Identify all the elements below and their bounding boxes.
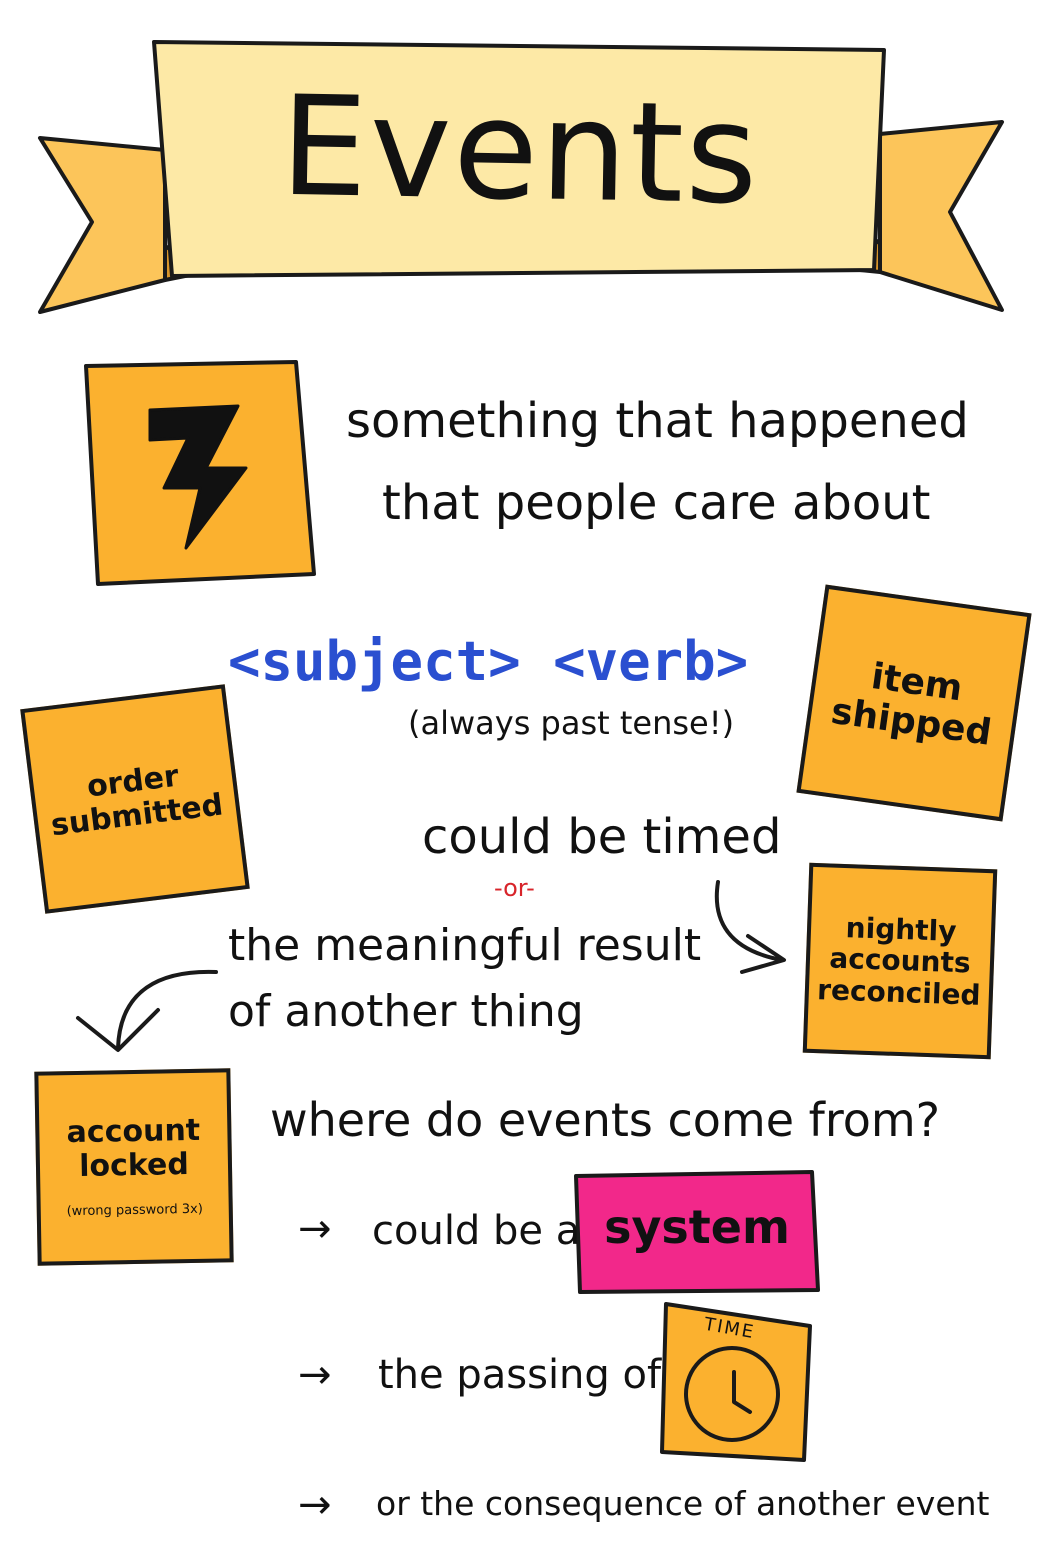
definition-line-2: that people care about xyxy=(382,475,931,531)
curved-arrow-right xyxy=(714,880,784,962)
bullet-arrow-2: → xyxy=(298,1352,332,1398)
bullet-arrow-1: → xyxy=(298,1206,332,1252)
curved-arrow-left-head xyxy=(76,1008,160,1052)
meaningful-result-line2: of another thing xyxy=(228,986,584,1037)
note-item-shipped-line2: shipped xyxy=(828,690,994,754)
could-be-timed: could be timed xyxy=(422,809,782,865)
source-item-1: could be a xyxy=(372,1208,581,1254)
clock-hands xyxy=(732,1370,752,1414)
note-account-locked-line1: account xyxy=(66,1112,201,1151)
banner-left-tail xyxy=(38,136,167,314)
system-label: system xyxy=(604,1200,790,1254)
note-item-shipped: item shipped xyxy=(796,584,1032,822)
note-order-submitted: order submitted xyxy=(20,684,250,914)
definition-line-1: something that happened xyxy=(346,393,969,449)
note-account-locked-line2: locked xyxy=(78,1146,190,1184)
curved-arrow-right-head xyxy=(740,934,786,974)
note-nightly-accounts-reconciled: nightly accounts reconciled xyxy=(802,862,998,1060)
note-account-locked: account locked (wrong password 3x) xyxy=(34,1068,234,1266)
past-tense-note: (always past tense!) xyxy=(408,704,735,742)
note-order-submitted-line2: submitted xyxy=(49,787,225,844)
source-item-3: or the consequence of another event xyxy=(376,1484,990,1523)
lightning-bolt-icon xyxy=(148,404,248,550)
note-nightly-line1: nightly xyxy=(845,911,958,948)
banner-right-tail xyxy=(878,120,1004,312)
curved-arrow-left xyxy=(116,969,218,1050)
note-account-locked-sub: (wrong password 3x) xyxy=(66,1202,203,1220)
bullet-arrow-3: → xyxy=(298,1482,332,1528)
meaningful-result-line1: the meaningful result xyxy=(228,920,702,971)
clock-icon xyxy=(684,1346,780,1442)
system-box xyxy=(574,1170,820,1294)
page-title: Events xyxy=(279,65,761,236)
source-item-2: the passing of xyxy=(378,1352,662,1398)
note-nightly-line3: reconciled xyxy=(816,972,982,1012)
sources-question: where do events come from? xyxy=(270,1093,941,1147)
banner-body xyxy=(152,40,886,278)
subject-verb-pattern: <subject> <verb> xyxy=(228,630,749,693)
or-separator: -or- xyxy=(494,874,535,902)
